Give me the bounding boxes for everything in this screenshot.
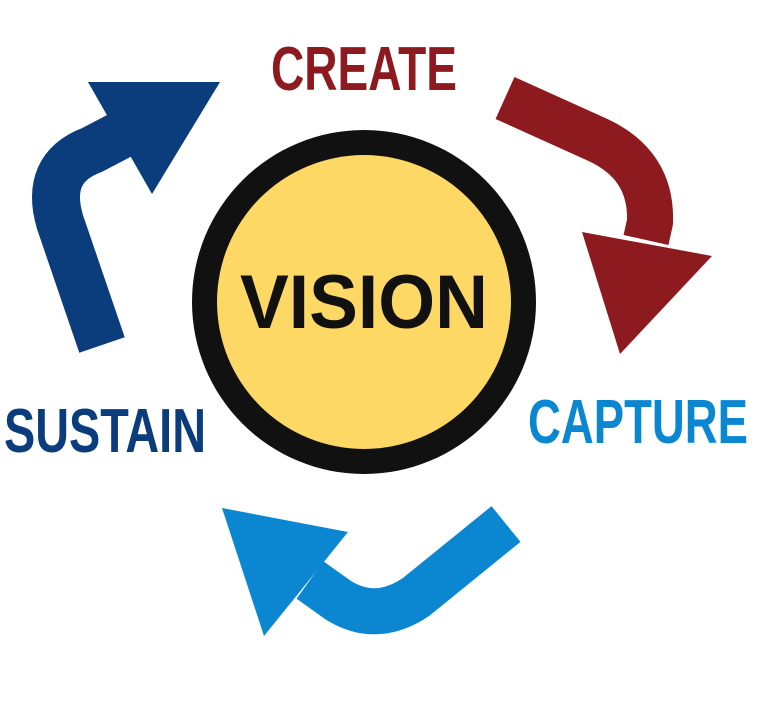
arrow-capture-to-sustain-head — [222, 508, 348, 636]
arrow-create-to-capture-head — [582, 232, 712, 354]
arrow-capture-to-sustain-shaft — [296, 506, 521, 635]
stage-label-create: CREATE — [271, 35, 457, 104]
arrow-capture-to-sustain — [222, 506, 521, 636]
vision-disc — [217, 155, 511, 449]
stage-label-capture: CAPTURE — [528, 388, 748, 457]
stage-label-sustain: SUSTAIN — [4, 397, 206, 466]
arrow-create-to-capture — [495, 77, 712, 354]
arrow-create-to-capture-shaft — [495, 77, 674, 245]
vision-center: VISION — [192, 130, 536, 474]
arrow-sustain-to-create — [32, 82, 220, 353]
arrow-sustain-to-create-head — [88, 82, 220, 194]
arrow-sustain-to-create-shaft — [32, 106, 146, 353]
vision-label: VISION — [240, 260, 488, 345]
